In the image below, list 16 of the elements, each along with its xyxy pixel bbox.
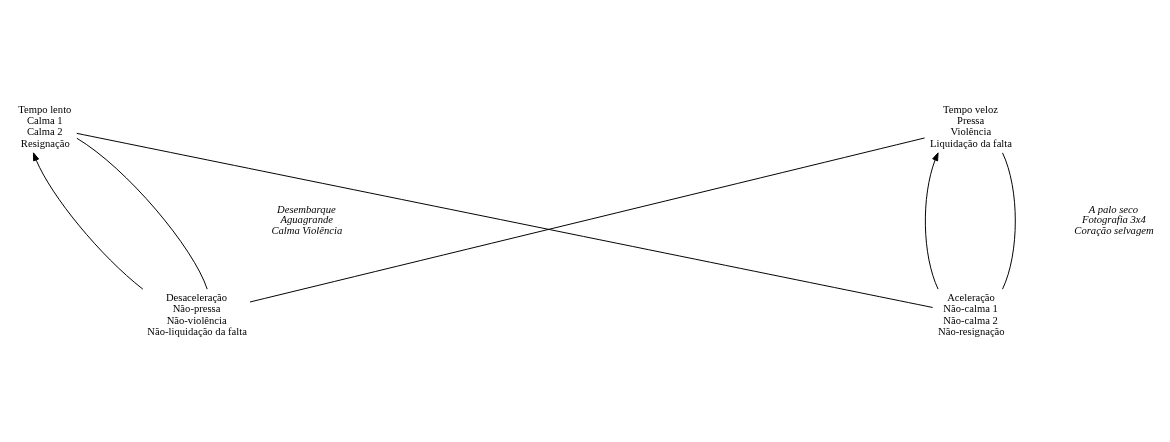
connector (1002, 152, 1016, 290)
label: Calma Violência (271, 225, 343, 237)
label: A palo seco (1088, 203, 1139, 215)
label: Desembarque (277, 203, 336, 215)
arrow (32, 152, 144, 290)
arrow (924, 152, 939, 290)
node-text: Tempo veloz Pressa Violência Liquidação da falta (930, 103, 1012, 149)
connector (76, 132, 934, 308)
connector (249, 137, 926, 303)
connector (76, 137, 208, 290)
node-text: Aceleração Não-calma 1 Não-calma 2 Não-resignação (938, 291, 1005, 338)
label: Coração selvagem (1074, 225, 1154, 237)
label: Fotografia 3x4 (1081, 214, 1146, 226)
label: Aguagrande (280, 214, 333, 226)
node-text: Desaceleração Não-pressa Não-violência Não-liquidação da falta (147, 291, 247, 338)
node-text: Tempo lento Calma 1 Calma 2 Resignação (18, 103, 72, 149)
